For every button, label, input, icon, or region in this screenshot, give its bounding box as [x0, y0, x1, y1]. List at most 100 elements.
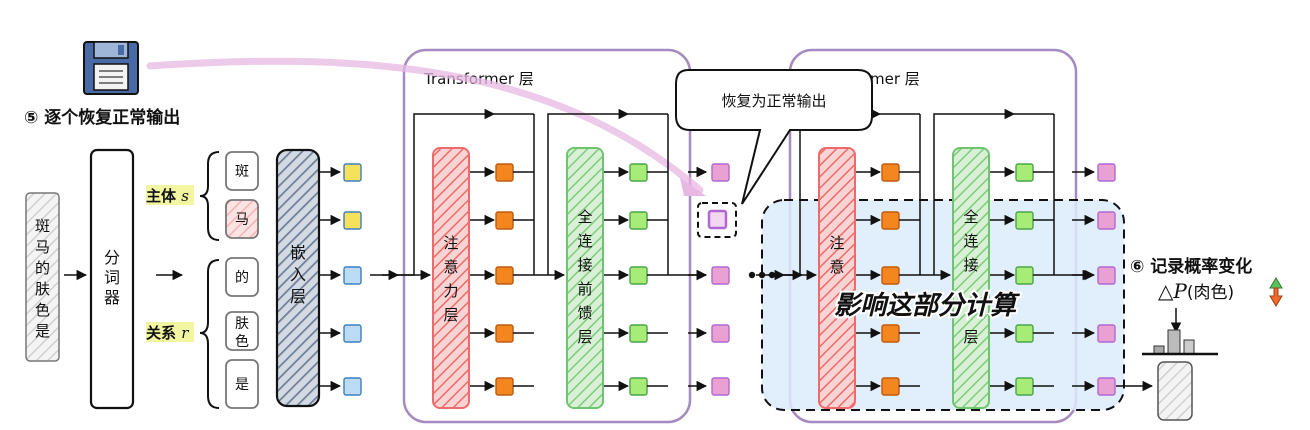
attention-label-1: 注意 力层	[443, 234, 458, 324]
callout-text: 恢复为正常输出	[721, 92, 826, 110]
transformer-layer-box-1	[402, 48, 692, 424]
svg-text:层: 层	[290, 287, 306, 306]
ffn-output-square	[629, 377, 648, 396]
attention-output-square	[495, 324, 514, 343]
svg-text:马: 马	[35, 238, 50, 256]
probability-bar-icon	[1142, 308, 1218, 356]
ffn-output-square	[1015, 377, 1034, 396]
step6-label: ⑥ 记录概率变化	[1130, 256, 1252, 277]
token-text: 马	[235, 212, 249, 228]
hidden-state-grid	[319, 108, 1154, 396]
svg-text:意: 意	[829, 258, 844, 276]
token-boxes	[225, 151, 259, 409]
token-box	[225, 199, 259, 239]
ffn-output-square	[629, 324, 648, 343]
attention-output-square	[881, 163, 900, 182]
relation-highlight	[146, 322, 194, 342]
svg-text:是: 是	[35, 322, 50, 340]
embedding-layer-box	[275, 148, 321, 408]
restored-square	[707, 209, 728, 230]
embedding-square	[343, 266, 362, 285]
embedding-square	[343, 377, 362, 396]
attention-output-square	[495, 377, 514, 396]
subject-brace	[199, 151, 220, 241]
svg-text:连: 连	[963, 232, 978, 250]
callout-bubble: 恢复为正常输出	[675, 69, 873, 205]
final-output-box	[1157, 361, 1193, 421]
prob-change-label: △P(肉色)	[1158, 279, 1234, 303]
layer1-output-square	[711, 266, 730, 285]
token-box	[225, 311, 259, 351]
step5-label: ⑤ 逐个恢复正常输出	[24, 107, 180, 128]
svg-text:意: 意	[443, 258, 458, 276]
attention-block-2	[818, 147, 856, 409]
restored-square-frame	[697, 202, 737, 238]
tokenizer-label: 分 词 器	[104, 248, 120, 307]
svg-text:斑: 斑	[35, 217, 50, 235]
subject-highlight	[146, 185, 194, 205]
svg-text:器: 器	[104, 288, 120, 307]
token-text: 肤	[235, 316, 249, 332]
ffn-output-square	[1015, 211, 1034, 230]
ellipsis-dots	[748, 271, 776, 279]
subject-label: 主体 s	[146, 187, 189, 205]
layer2-output-square	[1097, 163, 1116, 182]
token-box	[225, 359, 259, 409]
svg-text:前: 前	[577, 280, 592, 298]
ffn-output-square	[629, 211, 648, 230]
input-text-box	[25, 192, 60, 362]
up-down-arrow-icon	[1269, 277, 1283, 307]
svg-text:分: 分	[104, 248, 120, 267]
svg-text:力: 力	[443, 282, 458, 300]
relation-brace	[199, 259, 220, 409]
attention-label-2: 注意	[829, 234, 844, 276]
residual-skip-2	[547, 108, 630, 275]
svg-text:的: 的	[35, 259, 50, 277]
ffn-output-square	[629, 266, 648, 285]
ffn-output-square	[1015, 324, 1034, 343]
ffn-output-square	[1015, 266, 1034, 285]
ffn-label-2: 全连 接 层	[963, 208, 978, 346]
floppy-disk-icon	[83, 41, 139, 95]
ffn-label-1: 全连 接前 馈层	[577, 208, 592, 346]
relation-label: 关系 r	[146, 324, 189, 342]
embedding-square	[343, 163, 362, 182]
token-text: 斑	[235, 164, 249, 180]
restore-path-arrow	[680, 178, 706, 196]
restore-path	[146, 57, 704, 194]
svg-text:嵌: 嵌	[290, 243, 306, 262]
layer1-output-square	[711, 324, 730, 343]
attention-block-1	[432, 147, 470, 409]
embedding-square	[343, 324, 362, 343]
attention-output-square	[495, 163, 514, 182]
svg-text:全: 全	[963, 208, 978, 226]
embedding-label: 嵌 入 层	[290, 243, 306, 306]
attention-output-square	[881, 377, 900, 396]
svg-text:接: 接	[963, 256, 978, 274]
ffn-output-square	[1015, 163, 1034, 182]
token-text: 的	[235, 270, 249, 286]
impact-text: 影响这部分计算	[834, 291, 1021, 321]
svg-text:色: 色	[35, 301, 50, 319]
svg-text:注: 注	[443, 234, 458, 252]
layer1-output-square	[711, 163, 730, 182]
svg-text:注: 注	[829, 234, 844, 252]
svg-text:馈: 馈	[577, 304, 592, 322]
embedding-square	[343, 211, 362, 230]
svg-text:连: 连	[577, 232, 592, 250]
ffn-output-square	[629, 163, 648, 182]
svg-text:层: 层	[443, 306, 458, 324]
layer2-output-square	[1097, 266, 1116, 285]
layer2-output-square	[1097, 324, 1116, 343]
layer1-output-square	[711, 377, 730, 396]
svg-text:接: 接	[577, 256, 592, 274]
layer2-output-square	[1097, 211, 1116, 230]
ffn-block-2	[952, 147, 990, 409]
attention-output-square	[881, 324, 900, 343]
svg-text:层: 层	[963, 328, 978, 346]
svg-text:全: 全	[577, 208, 592, 226]
attention-output-square	[495, 211, 514, 230]
input-text-chars: 斑 马 的 肤 色 是	[35, 217, 50, 340]
attention-output-square	[881, 266, 900, 285]
